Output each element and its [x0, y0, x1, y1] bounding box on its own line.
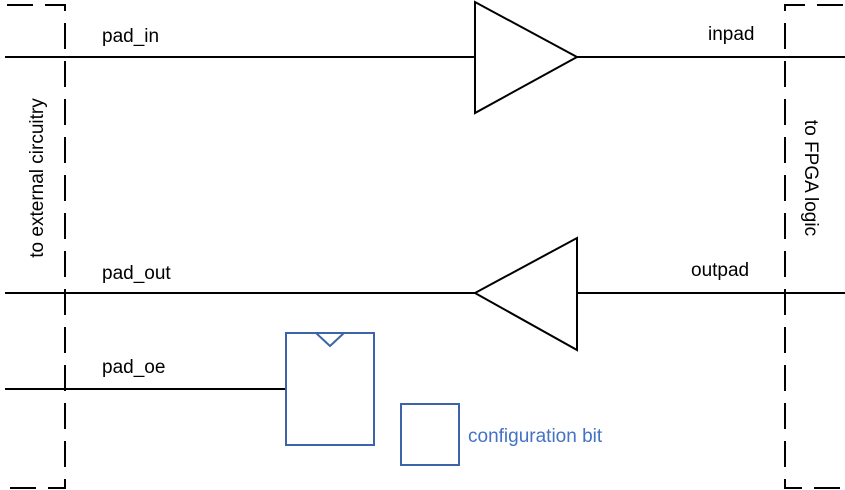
- inpad-label: inpad: [708, 24, 755, 45]
- config-bit-legend-box: [400, 403, 460, 466]
- config-bit-legend-label: configuration bit: [468, 426, 603, 447]
- right-boundary: [784, 4, 843, 489]
- right-side-label: to FPGA logic: [800, 120, 821, 236]
- input-buffer: [474, 0, 580, 115]
- output-buffer: [472, 236, 578, 352]
- pad-in-label: pad_in: [102, 26, 159, 47]
- left-side-label: to external circuitry: [27, 98, 48, 258]
- pad-oe-label: pad_oe: [102, 357, 165, 378]
- outpad-label: outpad: [691, 260, 749, 281]
- pad-out-label: pad_out: [102, 263, 171, 284]
- clock-marker: [313, 332, 347, 348]
- left-boundary: [7, 4, 66, 489]
- config-memory-block: [285, 332, 375, 446]
